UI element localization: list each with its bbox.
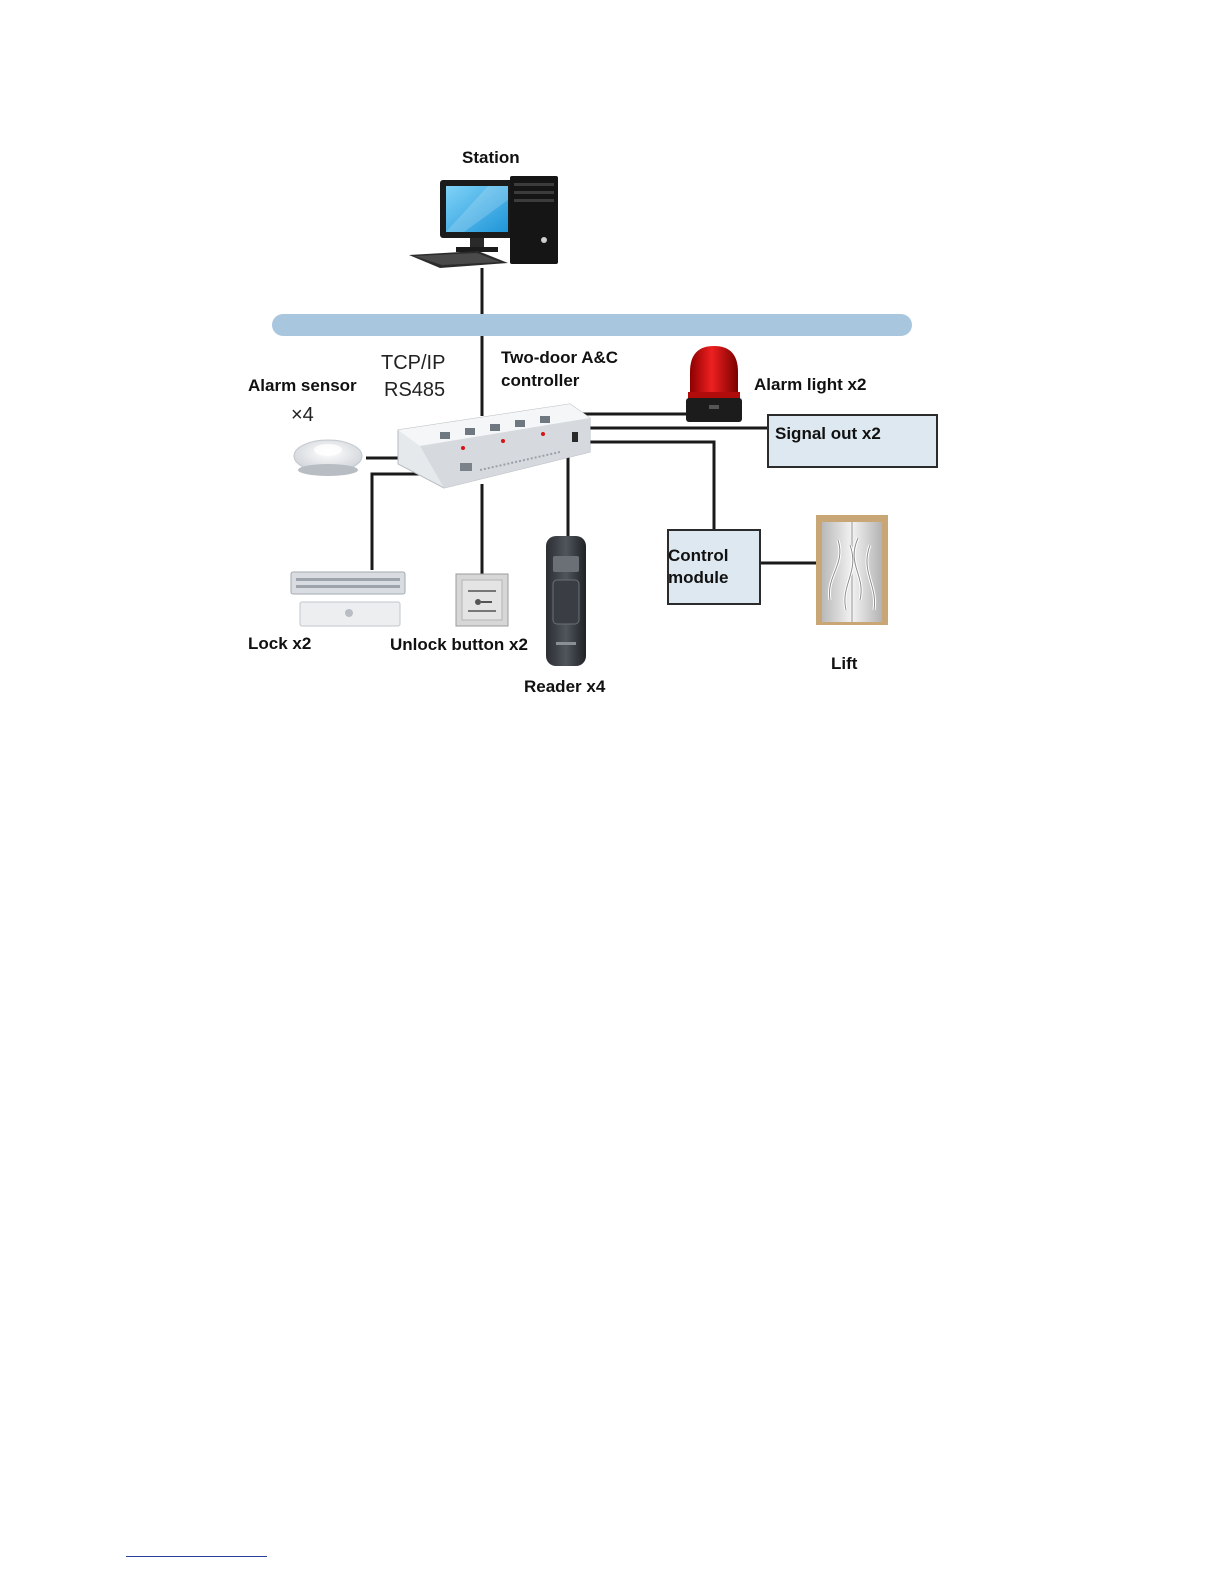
control-module-node: Control module (668, 530, 760, 604)
magnetic-lock-icon (291, 572, 405, 626)
control-module-label-line1: Control (668, 546, 728, 565)
control-module-label-line2: module (668, 568, 728, 587)
lift-node: Lift (816, 515, 888, 673)
wiring (366, 268, 816, 574)
alarm-beacon-icon (686, 346, 742, 422)
elevator-door-icon (816, 515, 888, 625)
protocol-rs485-label: RS485 (384, 379, 445, 401)
access-controller-icon (398, 404, 590, 488)
reader-label: Reader x4 (524, 677, 606, 696)
lock-node: Lock x2 (248, 572, 405, 653)
signal-out-label: Signal out x2 (775, 424, 881, 443)
alarm-light-label: Alarm light x2 (754, 375, 866, 394)
unlock-button-label: Unlock button x2 (390, 635, 528, 654)
desktop-computer-icon (409, 176, 558, 268)
controller-label-line1: Two-door A&C (501, 348, 618, 367)
station-node: Station (409, 148, 558, 268)
protocol-tcpip-label: TCP/IP (381, 352, 445, 374)
unlock-button-node: Unlock button x2 (390, 574, 528, 654)
exit-button-icon (456, 574, 508, 626)
footnote-separator (126, 1556, 267, 1557)
lift-label: Lift (831, 654, 858, 673)
alarm-sensor-label-line2: ×4 (291, 404, 314, 426)
station-label: Station (462, 148, 520, 167)
alarm-sensor-label-line1: Alarm sensor (248, 376, 357, 395)
controller-label-line2: controller (501, 371, 580, 390)
alarm-light-node: Alarm light x2 (686, 346, 866, 422)
alarm-sensor-node: Alarm sensor ×4 (248, 376, 362, 476)
reader-node: Reader x4 (524, 536, 606, 696)
smoke-sensor-icon (294, 440, 362, 476)
protocol-labels: TCP/IP RS485 (381, 352, 445, 401)
card-reader-icon (546, 536, 586, 666)
lock-label: Lock x2 (248, 634, 311, 653)
control-module-box (668, 530, 760, 604)
network-bus (272, 314, 912, 336)
signal-out-node: Signal out x2 (768, 415, 937, 467)
